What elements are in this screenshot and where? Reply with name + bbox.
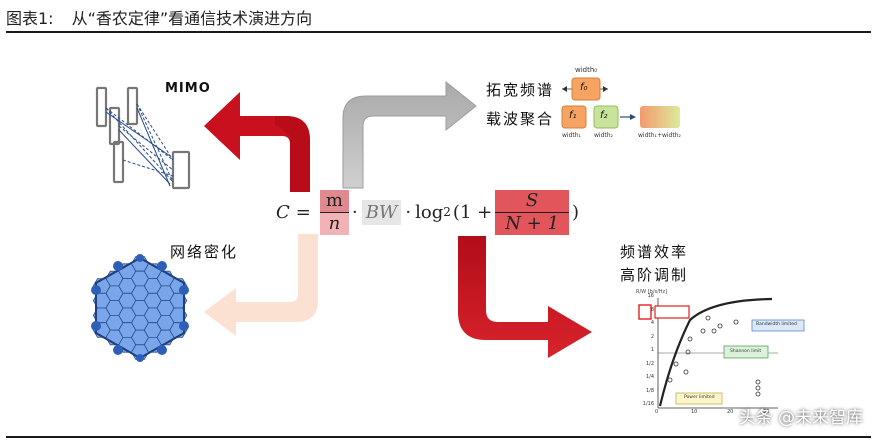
- spectral-efficiency-chart: [632, 294, 805, 412]
- arrow-to-spectral-efficiency: [458, 236, 592, 358]
- formula-log-base: 2: [443, 205, 451, 219]
- figure-number: 图表1:: [6, 9, 54, 28]
- formula-m-over-n: m n: [319, 189, 349, 235]
- f2-label: f₂: [600, 110, 608, 121]
- top-rule: [6, 31, 871, 33]
- formula-fraction-bar: [495, 211, 569, 213]
- width0-label: width₀: [575, 66, 598, 74]
- spectrum-boxes-illustration: [561, 77, 680, 129]
- chart-x-tick: 30: [763, 409, 770, 415]
- carrier-aggregation-label: 载波聚合: [486, 110, 555, 128]
- width-sum-label: width₁+width₂: [638, 132, 681, 139]
- formula-s: S: [525, 189, 539, 211]
- spectrum-expansion-label: 拓宽频谱: [486, 81, 555, 99]
- bottom-rule: [6, 436, 871, 438]
- formula-close: ): [571, 201, 579, 223]
- chart-ylabel: R/W [b/s/Hz]: [636, 289, 668, 295]
- high-order-modulation-label: 高阶调制: [620, 266, 689, 284]
- bandwidth-limited-label: Bandwidth limited: [756, 322, 797, 327]
- chart-x-tick: 20: [727, 409, 734, 415]
- f0-label: f₀: [580, 82, 588, 93]
- figure-header: 图表1: 从“香农定律”看通信技术演进方向: [6, 4, 871, 30]
- formula-dot-2: ·: [405, 201, 412, 223]
- chart-y-tick: 4: [650, 320, 654, 326]
- formula-n-plus-1: N + 1: [505, 212, 559, 234]
- formula-n: n: [328, 212, 341, 234]
- mimo-label: MIMO: [165, 81, 211, 96]
- formula-lhs: C: [276, 201, 290, 223]
- figure-title: 从“香农定律”看通信技术演进方向: [71, 9, 313, 28]
- watermark: 头条 @未来智库: [738, 408, 863, 428]
- chart-y-tick: 1/2: [645, 360, 654, 367]
- densification-label: 网络密化: [170, 243, 239, 261]
- chart-y-tick: 16: [647, 293, 654, 299]
- chart-y-tick: 1/16: [642, 401, 654, 407]
- chart-y-tick: 2: [650, 333, 654, 340]
- formula-bw: BW: [361, 199, 402, 225]
- chart-y-tick: 1: [650, 347, 654, 353]
- spectral-efficiency-label: 频谱效率: [620, 243, 689, 261]
- arrow-to-spectrum: [342, 80, 477, 189]
- chart-x-tick: 10: [691, 409, 698, 415]
- formula-fraction-bar: [319, 211, 349, 213]
- formula-dot-1: ·: [351, 201, 358, 223]
- f1-label: f₁: [569, 110, 577, 121]
- power-limited-label: Power limited: [684, 395, 715, 400]
- arrow-to-mimo: [204, 92, 310, 192]
- chart-x-tick: 0: [655, 409, 659, 415]
- shannon-limit-label: Shannon limit: [730, 349, 762, 354]
- width2-label: width₂: [594, 132, 613, 139]
- shannon-formula: C = m n · BW · log 2 (1 + S N + 1 ): [276, 186, 579, 238]
- arrow-to-densification: [204, 234, 318, 336]
- chart-y-tick: 1/4: [645, 374, 654, 380]
- hexagon-cell-network-illustration: [91, 254, 189, 362]
- formula-log: log: [415, 201, 444, 223]
- formula-m: m: [319, 189, 349, 212]
- width1-label: width₁: [562, 132, 581, 139]
- formula-snr: S N + 1: [495, 189, 569, 235]
- chart-y-tick: 1/8: [645, 387, 654, 394]
- chart-y-tick: 8: [650, 306, 654, 313]
- formula-equals: =: [295, 201, 311, 223]
- formula-open: (1 +: [452, 201, 493, 223]
- mimo-antenna-illustration: [95, 86, 191, 190]
